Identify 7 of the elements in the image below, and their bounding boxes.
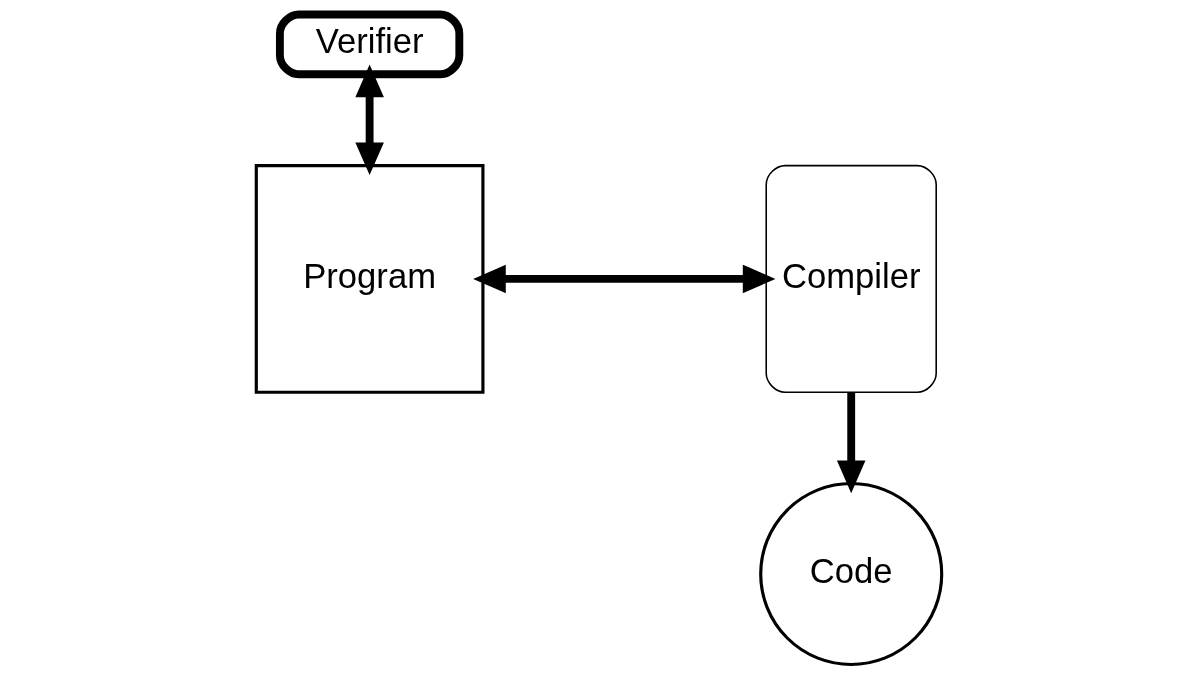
node-box: Compiler — [765, 164, 937, 393]
arrow — [836, 392, 866, 494]
arrow — [355, 64, 384, 176]
node-box: Program — [254, 164, 485, 394]
node-box: Verifier — [275, 10, 464, 79]
node-circle: Code — [759, 481, 944, 667]
arrow — [473, 264, 776, 294]
